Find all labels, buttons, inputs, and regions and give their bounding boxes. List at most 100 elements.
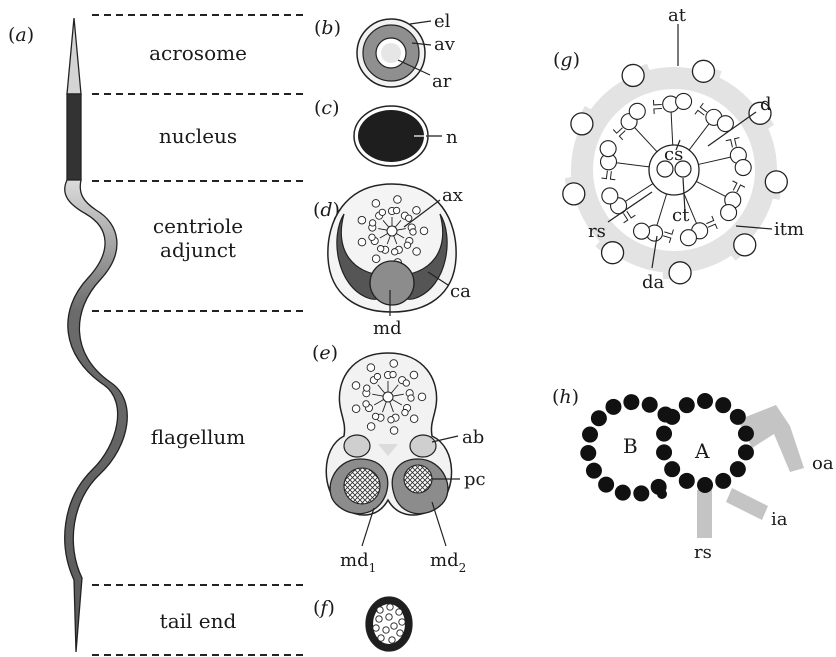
svg-text:(g): (g): [553, 49, 580, 71]
accessory-tubule: [621, 63, 645, 88]
label-at: at: [668, 5, 687, 26]
central-tubule-1: [656, 160, 674, 178]
doublet: [363, 384, 371, 392]
nucleus-label: nucleus: [159, 124, 237, 148]
panel-a: (a): [8, 17, 128, 653]
svg-text:md2: md2: [430, 550, 466, 575]
segment-labels: acrosome nucleus centriole adjunct flage…: [149, 41, 247, 633]
doublet-b: [716, 115, 734, 133]
central-pair: [382, 391, 394, 403]
radial-spoke-line: [670, 112, 674, 146]
radial-spoke-line: [688, 123, 710, 151]
label-cs: cs: [664, 144, 683, 165]
mitochondrial-derivative-d: [369, 260, 415, 306]
accessory-tubule: [562, 182, 586, 206]
radial-spoke-line: [625, 183, 654, 202]
dynein-arm: [652, 99, 662, 114]
protofilament-b: [605, 398, 622, 415]
label-B: B: [623, 434, 638, 458]
protofilament-a: [678, 472, 695, 489]
axoneme-e: [351, 359, 427, 435]
doublet: [401, 408, 409, 417]
doublet: [391, 248, 399, 256]
paracrystal-2: [403, 464, 433, 494]
label-md1: md: [340, 550, 369, 571]
svg-text:(h): (h): [552, 386, 579, 408]
doublet-b: [734, 158, 752, 177]
segment-dividers: [92, 14, 306, 656]
accessory-tubule: [366, 422, 376, 431]
accessory-tubule: [409, 370, 419, 380]
accessory-tubule: [600, 241, 625, 265]
protofilament-a: [656, 444, 673, 461]
doublet: [405, 214, 413, 222]
panel-h: (h) B A oa ia rs: [552, 386, 834, 563]
tail-doublet: [377, 634, 385, 642]
panel-a-letter: a: [15, 24, 26, 46]
protofilament-a: [664, 461, 681, 478]
dynein-arm: [612, 127, 626, 141]
accessory-tubule: [570, 112, 594, 136]
accessory-tubule: [419, 226, 429, 236]
label-da: da: [642, 272, 665, 293]
doublet: [407, 394, 415, 402]
central-sheath: [648, 144, 700, 196]
radial-spoke-line: [683, 192, 697, 224]
label-d: d: [760, 94, 772, 115]
outer-arm: [738, 405, 804, 472]
label-rs-h: rs: [694, 542, 712, 563]
accessory-tubule: [733, 233, 757, 257]
radial-spoke-line: [696, 180, 726, 197]
radial-spoke-line: [656, 193, 668, 226]
svg-text:(b): (b): [314, 17, 341, 39]
panel-c-letter: c: [321, 97, 332, 119]
protofilament-b: [633, 485, 650, 502]
axoneme-d: [357, 195, 429, 267]
doublet: [387, 416, 395, 424]
accessory-tubule: [691, 59, 716, 83]
protofilament-b: [614, 484, 631, 501]
protofilament-a: [715, 472, 732, 489]
doublet: [378, 208, 386, 217]
tail-end-doublets: [372, 603, 406, 644]
protofilament-b: [623, 394, 640, 411]
label-el: el: [434, 11, 451, 32]
label-ax: ax: [442, 185, 463, 206]
protofilament-a: [678, 397, 695, 414]
accessory-tubule: [764, 170, 788, 194]
label-n: n: [446, 127, 458, 148]
dynein-arm: [694, 102, 707, 116]
panel-f-letter: f: [318, 597, 330, 619]
svg-text:(e): (e): [312, 342, 338, 364]
panel-b: (b) el av ar: [314, 11, 456, 92]
doublet: [362, 400, 370, 408]
label-md2: md: [430, 550, 459, 571]
panel-c: (c) n: [314, 97, 458, 167]
centriole-label: centriole: [153, 214, 243, 238]
adjunct-label: adjunct: [160, 238, 236, 262]
tail-doublet: [375, 615, 383, 623]
label-oa: oa: [812, 453, 834, 474]
label-md1-sub: 1: [369, 561, 377, 575]
sperm-tail: [64, 179, 128, 653]
protofilament-a: [729, 461, 746, 478]
doublet: [409, 228, 417, 236]
label-ia: ia: [771, 509, 788, 530]
central-tubule-2: [674, 160, 692, 178]
paracrystal-1: [343, 467, 381, 505]
svg-text:md1: md1: [340, 550, 376, 575]
tail-doublet: [385, 613, 393, 621]
axoneme-detail: [562, 59, 788, 285]
tail-doublet: [386, 603, 394, 611]
panel-d: (d) ax ca md: [313, 183, 471, 339]
panel-d-letter: d: [320, 199, 332, 221]
flagellum-label: flagellum: [151, 425, 246, 449]
panel-b-letter: b: [321, 17, 333, 39]
radial-spoke: [697, 490, 712, 538]
accessory-tubule: [389, 359, 399, 368]
label-rs: rs: [588, 221, 606, 242]
tail-doublet: [388, 636, 396, 644]
protofilament-a: [656, 425, 673, 442]
accessory-body-right: [409, 434, 437, 458]
